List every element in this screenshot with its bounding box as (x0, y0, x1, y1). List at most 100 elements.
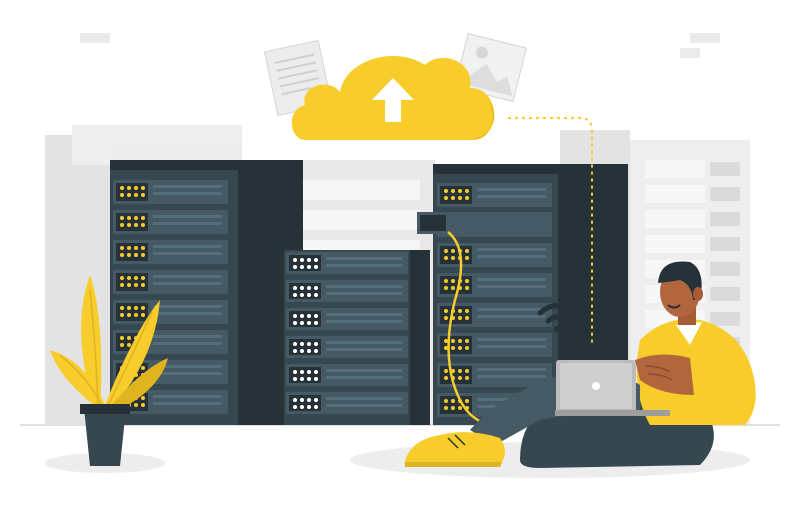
status-led (444, 346, 448, 350)
status-led (465, 376, 469, 380)
server-unit (286, 308, 408, 330)
server-rack-left (110, 160, 303, 425)
status-led (307, 286, 311, 290)
status-led (293, 314, 297, 318)
status-led (300, 314, 304, 318)
status-led (141, 276, 145, 280)
status-led (307, 342, 311, 346)
status-led (127, 246, 131, 250)
status-led (134, 253, 138, 257)
status-led (293, 405, 297, 409)
server-unit (437, 363, 552, 387)
status-led (465, 399, 469, 403)
status-led (465, 339, 469, 343)
status-led (444, 406, 448, 410)
status-led (458, 189, 462, 193)
status-led (314, 405, 318, 409)
status-led (120, 283, 124, 287)
status-led (134, 276, 138, 280)
status-led (134, 283, 138, 287)
status-led (127, 276, 131, 280)
status-led (300, 293, 304, 297)
status-led (444, 369, 448, 373)
server-unit (113, 180, 228, 204)
server-unit (437, 333, 552, 357)
server-unit (286, 364, 408, 386)
server-rack-center (284, 250, 430, 425)
status-led (314, 293, 318, 297)
server-unit (286, 280, 408, 302)
status-led (141, 396, 145, 400)
status-led (134, 246, 138, 250)
status-led (127, 306, 131, 310)
status-led (465, 189, 469, 193)
status-led (444, 189, 448, 193)
status-led (451, 399, 455, 403)
status-led (300, 286, 304, 290)
status-led (141, 403, 145, 407)
status-led (300, 258, 304, 262)
server-unit (286, 336, 408, 358)
status-led (127, 253, 131, 257)
status-led (120, 223, 124, 227)
status-led (451, 339, 455, 343)
status-led (141, 306, 145, 310)
status-led (120, 246, 124, 250)
status-led (127, 193, 131, 197)
server-unit (437, 243, 552, 267)
status-led (451, 189, 455, 193)
status-led (451, 406, 455, 410)
status-led (307, 293, 311, 297)
status-led (444, 309, 448, 313)
status-led (307, 265, 311, 269)
status-led (300, 265, 304, 269)
status-led (458, 369, 462, 373)
status-led (293, 342, 297, 346)
status-led (141, 313, 145, 317)
status-led (300, 349, 304, 353)
server-unit (113, 300, 228, 324)
status-led (444, 399, 448, 403)
server-unit (437, 303, 552, 327)
server-unit (286, 252, 408, 274)
floating-documents (263, 33, 527, 117)
status-led (134, 216, 138, 220)
status-led (127, 216, 131, 220)
status-led (458, 376, 462, 380)
status-led (127, 283, 131, 287)
status-led (307, 258, 311, 262)
status-led (465, 196, 469, 200)
status-led (141, 366, 145, 370)
status-led (120, 336, 124, 340)
status-led (134, 313, 138, 317)
status-led (465, 346, 469, 350)
status-led (451, 369, 455, 373)
status-led (465, 309, 469, 313)
status-led (141, 253, 145, 257)
status-led (293, 286, 297, 290)
status-led (134, 223, 138, 227)
plant-icon (50, 275, 168, 466)
status-led (307, 377, 311, 381)
status-led (300, 321, 304, 325)
status-led (134, 186, 138, 190)
status-led (300, 342, 304, 346)
status-led (120, 193, 124, 197)
status-led (458, 196, 462, 200)
status-led (120, 313, 124, 317)
server-unit (437, 273, 552, 297)
status-led (314, 265, 318, 269)
status-led (293, 321, 297, 325)
server-unit (437, 183, 552, 207)
status-led (444, 316, 448, 320)
status-led (300, 370, 304, 374)
status-led (141, 186, 145, 190)
status-led (458, 309, 462, 313)
status-led (300, 405, 304, 409)
status-led (141, 216, 145, 220)
status-led (458, 339, 462, 343)
status-led (120, 306, 124, 310)
status-led (314, 314, 318, 318)
